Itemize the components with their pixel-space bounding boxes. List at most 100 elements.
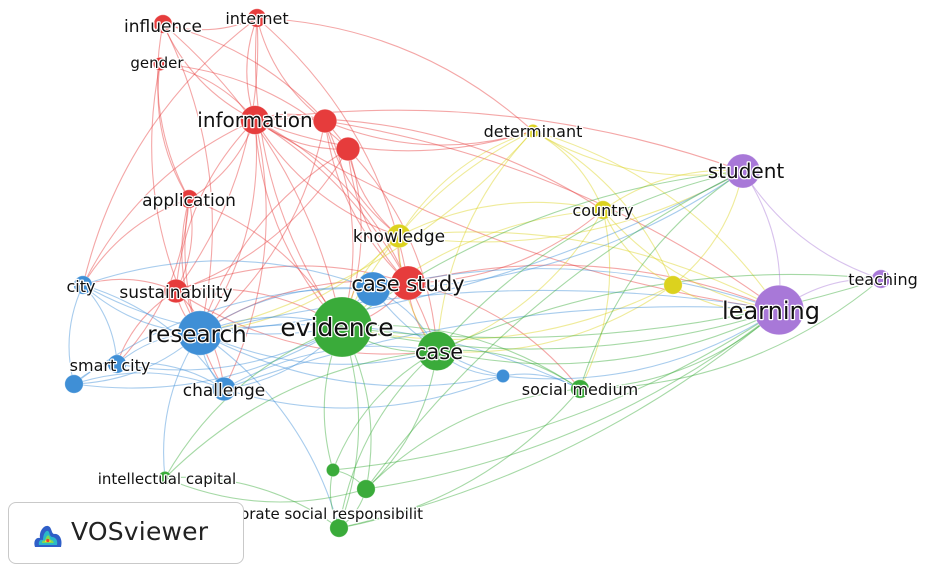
link-red_c-research: [199, 148, 349, 334]
node-social-medium[interactable]: [570, 379, 590, 399]
link-internet-city: [82, 17, 258, 286]
link-evidence-student: [341, 170, 744, 328]
node-internet[interactable]: [247, 8, 267, 28]
link-evidence-learning: [341, 309, 780, 350]
node-application[interactable]: [179, 189, 199, 209]
vosviewer-logo: VOSviewer: [8, 502, 244, 564]
link-case-student: [436, 170, 744, 352]
node-city[interactable]: [73, 275, 93, 295]
link-social-medium-teaching: [579, 278, 882, 390]
node-smart-city[interactable]: [107, 354, 127, 374]
label-knowledge: knowledge: [353, 227, 445, 247]
link-red_b-learning: [324, 120, 780, 311]
link-case-csr: [338, 350, 438, 529]
node-yellow_b[interactable]: [663, 275, 683, 295]
node-country[interactable]: [593, 200, 613, 220]
link-knowledge-research: [199, 235, 400, 334]
link-influence-research: [162, 23, 213, 334]
link-determinant-knowledge: [398, 130, 534, 237]
node-blue_b[interactable]: [495, 368, 510, 383]
node-challenge[interactable]: [211, 376, 237, 402]
link-green_a-learning: [332, 309, 780, 471]
link-yellow_b-case: [436, 284, 674, 353]
link-red_c-sustainability: [175, 148, 349, 292]
node-sustainability[interactable]: [163, 278, 189, 304]
node-case-study-blue[interactable]: [355, 271, 391, 307]
node-influence[interactable]: [153, 14, 173, 34]
app-name: VOSviewer: [71, 517, 209, 546]
link-intellectual-capital-green_b: [164, 477, 367, 503]
node-knowledge[interactable]: [386, 223, 412, 249]
link-application-city: [82, 198, 190, 286]
link-red_b-case-study: [324, 120, 409, 284]
node-teaching[interactable]: [871, 269, 891, 289]
node-red_b[interactable]: [312, 108, 338, 134]
link-knowledge-student: [398, 170, 744, 243]
link-internet-determinant: [256, 17, 534, 132]
node-case-study[interactable]: [390, 265, 426, 301]
link-red_b-knowledge: [324, 120, 400, 237]
node-determinant[interactable]: [526, 124, 541, 139]
node-red_c[interactable]: [335, 136, 361, 162]
link-research-csr: [199, 332, 340, 529]
node-evidence[interactable]: [311, 296, 373, 358]
link-gender-research: [151, 63, 201, 334]
link-country-case: [436, 209, 604, 352]
link-yellow_b-evidence: [341, 284, 674, 341]
label-challenge: challenge: [183, 381, 265, 401]
network-links: [68, 17, 882, 529]
link-research-case-study-blue: [199, 287, 374, 334]
node-intellectual-capital[interactable]: [157, 470, 172, 485]
link-case-study-blue-learning: [372, 268, 780, 311]
link-city-smart-city: [82, 284, 118, 365]
label-case: case: [415, 340, 463, 364]
link-research-blue_b: [199, 332, 504, 387]
link-blue_a-challenge: [73, 372, 225, 390]
label-country: country: [572, 201, 633, 220]
node-csr[interactable]: [329, 518, 349, 538]
link-case-study-learning: [407, 264, 780, 311]
link-country-learning: [602, 209, 780, 311]
link-red_b-determinant: [324, 120, 534, 146]
label-teaching: teaching: [848, 270, 918, 289]
link-red_b-research: [199, 120, 326, 334]
link-research-learning: [199, 289, 780, 334]
node-green_a[interactable]: [325, 462, 340, 477]
link-blue_a-evidence: [73, 326, 343, 389]
link-case-teaching: [436, 273, 882, 352]
node-gender[interactable]: [152, 57, 167, 72]
node-research[interactable]: [177, 310, 223, 356]
link-influence-internet: [162, 17, 258, 31]
label-information: information: [197, 108, 312, 132]
node-green_b[interactable]: [356, 479, 376, 499]
link-information-learning: [254, 119, 780, 311]
link-social-medium-csr: [338, 388, 581, 529]
link-csr-learning: [338, 309, 780, 529]
link-city-challenge: [82, 284, 225, 390]
link-social-medium-student: [579, 170, 744, 390]
link-gender-application: [157, 63, 190, 200]
link-knowledge-country: [398, 201, 604, 237]
link-determinant-case: [436, 130, 534, 352]
label-internet: internet: [225, 9, 288, 28]
link-information-knowledge: [254, 119, 400, 237]
link-information-sustainability: [175, 119, 256, 292]
link-social-medium-green_b: [365, 388, 581, 490]
label-student: student: [708, 159, 785, 183]
link-intellectual-capital-case: [164, 350, 438, 479]
label-determinant: determinant: [484, 122, 583, 141]
node-information[interactable]: [240, 105, 270, 135]
node-case[interactable]: [416, 330, 457, 371]
link-influence-information: [162, 23, 256, 121]
node-blue_a[interactable]: [64, 374, 84, 394]
node-learning[interactable]: [753, 284, 805, 336]
link-student-teaching: [742, 170, 882, 280]
density-map-icon: [34, 525, 62, 547]
label-influence: influence: [124, 17, 202, 37]
network-nodes: [64, 8, 891, 538]
link-internet-red_b: [256, 17, 326, 122]
label-social-medium: social medium: [522, 380, 638, 399]
node-student[interactable]: [725, 153, 761, 189]
link-information-case-study: [254, 119, 409, 284]
